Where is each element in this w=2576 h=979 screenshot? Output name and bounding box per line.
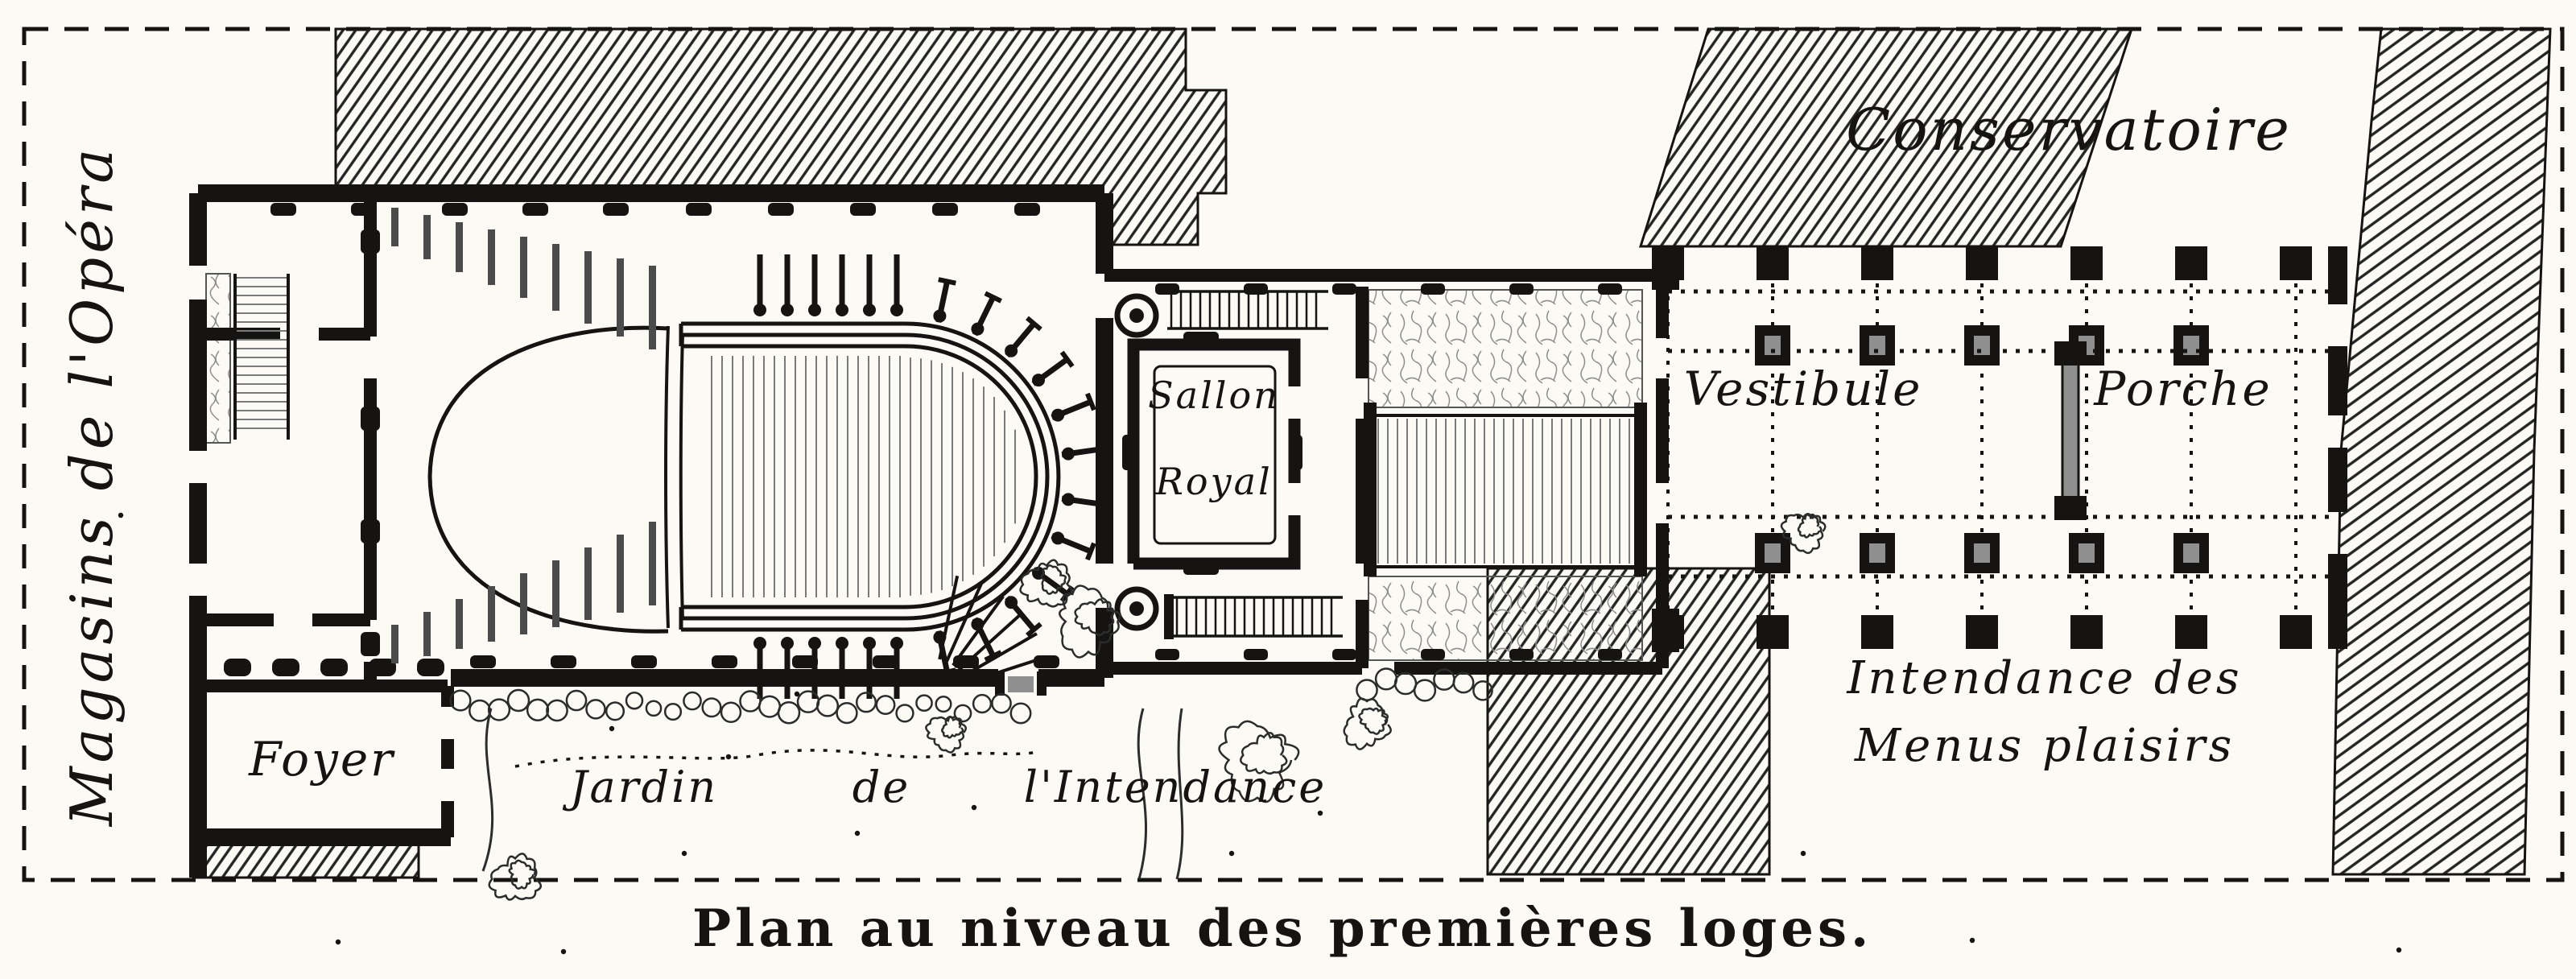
horseshoe-balcony-rims xyxy=(679,321,1061,632)
proscenium-lines xyxy=(664,325,684,629)
sallon-royal-inner-line xyxy=(1153,365,1277,545)
generated-detail xyxy=(118,203,2402,955)
court-rubble-upper xyxy=(1368,289,1643,408)
label-text: l'Intendance xyxy=(1023,762,1327,812)
grand-stair-rails xyxy=(1368,414,1642,568)
column-bullseye-top xyxy=(1114,293,1159,338)
garden-linework xyxy=(481,708,1184,880)
plan-caption: Plan au niveau des premières loges. xyxy=(692,898,1873,959)
label-magasins-de-lopera: Magasins de l'Opéra xyxy=(58,115,149,856)
street-block-right xyxy=(2331,27,2552,876)
plan-dashed-border xyxy=(22,27,2565,882)
hatched-masonry-blocks xyxy=(192,27,2552,879)
label-text: Menus plaisirs xyxy=(1854,719,2235,772)
label-sallon-royal: Sallon Royal xyxy=(1133,375,1294,502)
garden-path-dotted xyxy=(514,749,1038,768)
column-bullseye-bottom xyxy=(1114,586,1159,631)
label-text: Royal xyxy=(1155,459,1273,503)
label-jardin-intendance: l'Intendance xyxy=(1006,763,1344,811)
label-vestibule: Vestibule xyxy=(1642,361,1964,416)
label-jardin-de: de xyxy=(837,763,926,811)
label-jardin: Jardin xyxy=(539,763,749,811)
label-text: Porche xyxy=(2094,361,2273,416)
stage-apron-curve xyxy=(427,325,669,634)
stage-and-auditorium xyxy=(427,293,1647,634)
label-foyer: Foyer xyxy=(233,732,411,787)
conservatoire-block xyxy=(1638,27,2134,248)
magasins-stair-rubble xyxy=(205,273,231,444)
label-text: Sallon xyxy=(1148,374,1280,417)
label-text: Intendance des xyxy=(1847,652,2243,704)
label-text: Vestibule xyxy=(1683,361,1923,416)
label-text: Foyer xyxy=(249,732,395,787)
label-porche: Porche xyxy=(2045,361,2322,416)
garden-path-edges xyxy=(481,708,1184,880)
court-rubble-lower xyxy=(1368,576,1643,661)
label-intendance-des-menus-plaisirs: Intendance des Menus plaisirs xyxy=(1795,654,2294,770)
label-text: Conservatoire xyxy=(1846,96,2292,163)
label-text: Jardin xyxy=(569,762,719,812)
label-conservatoire: Conservatoire xyxy=(1827,96,2310,163)
label-text: Magasins de l'Opéra xyxy=(58,144,126,827)
label-text: de xyxy=(852,762,911,812)
